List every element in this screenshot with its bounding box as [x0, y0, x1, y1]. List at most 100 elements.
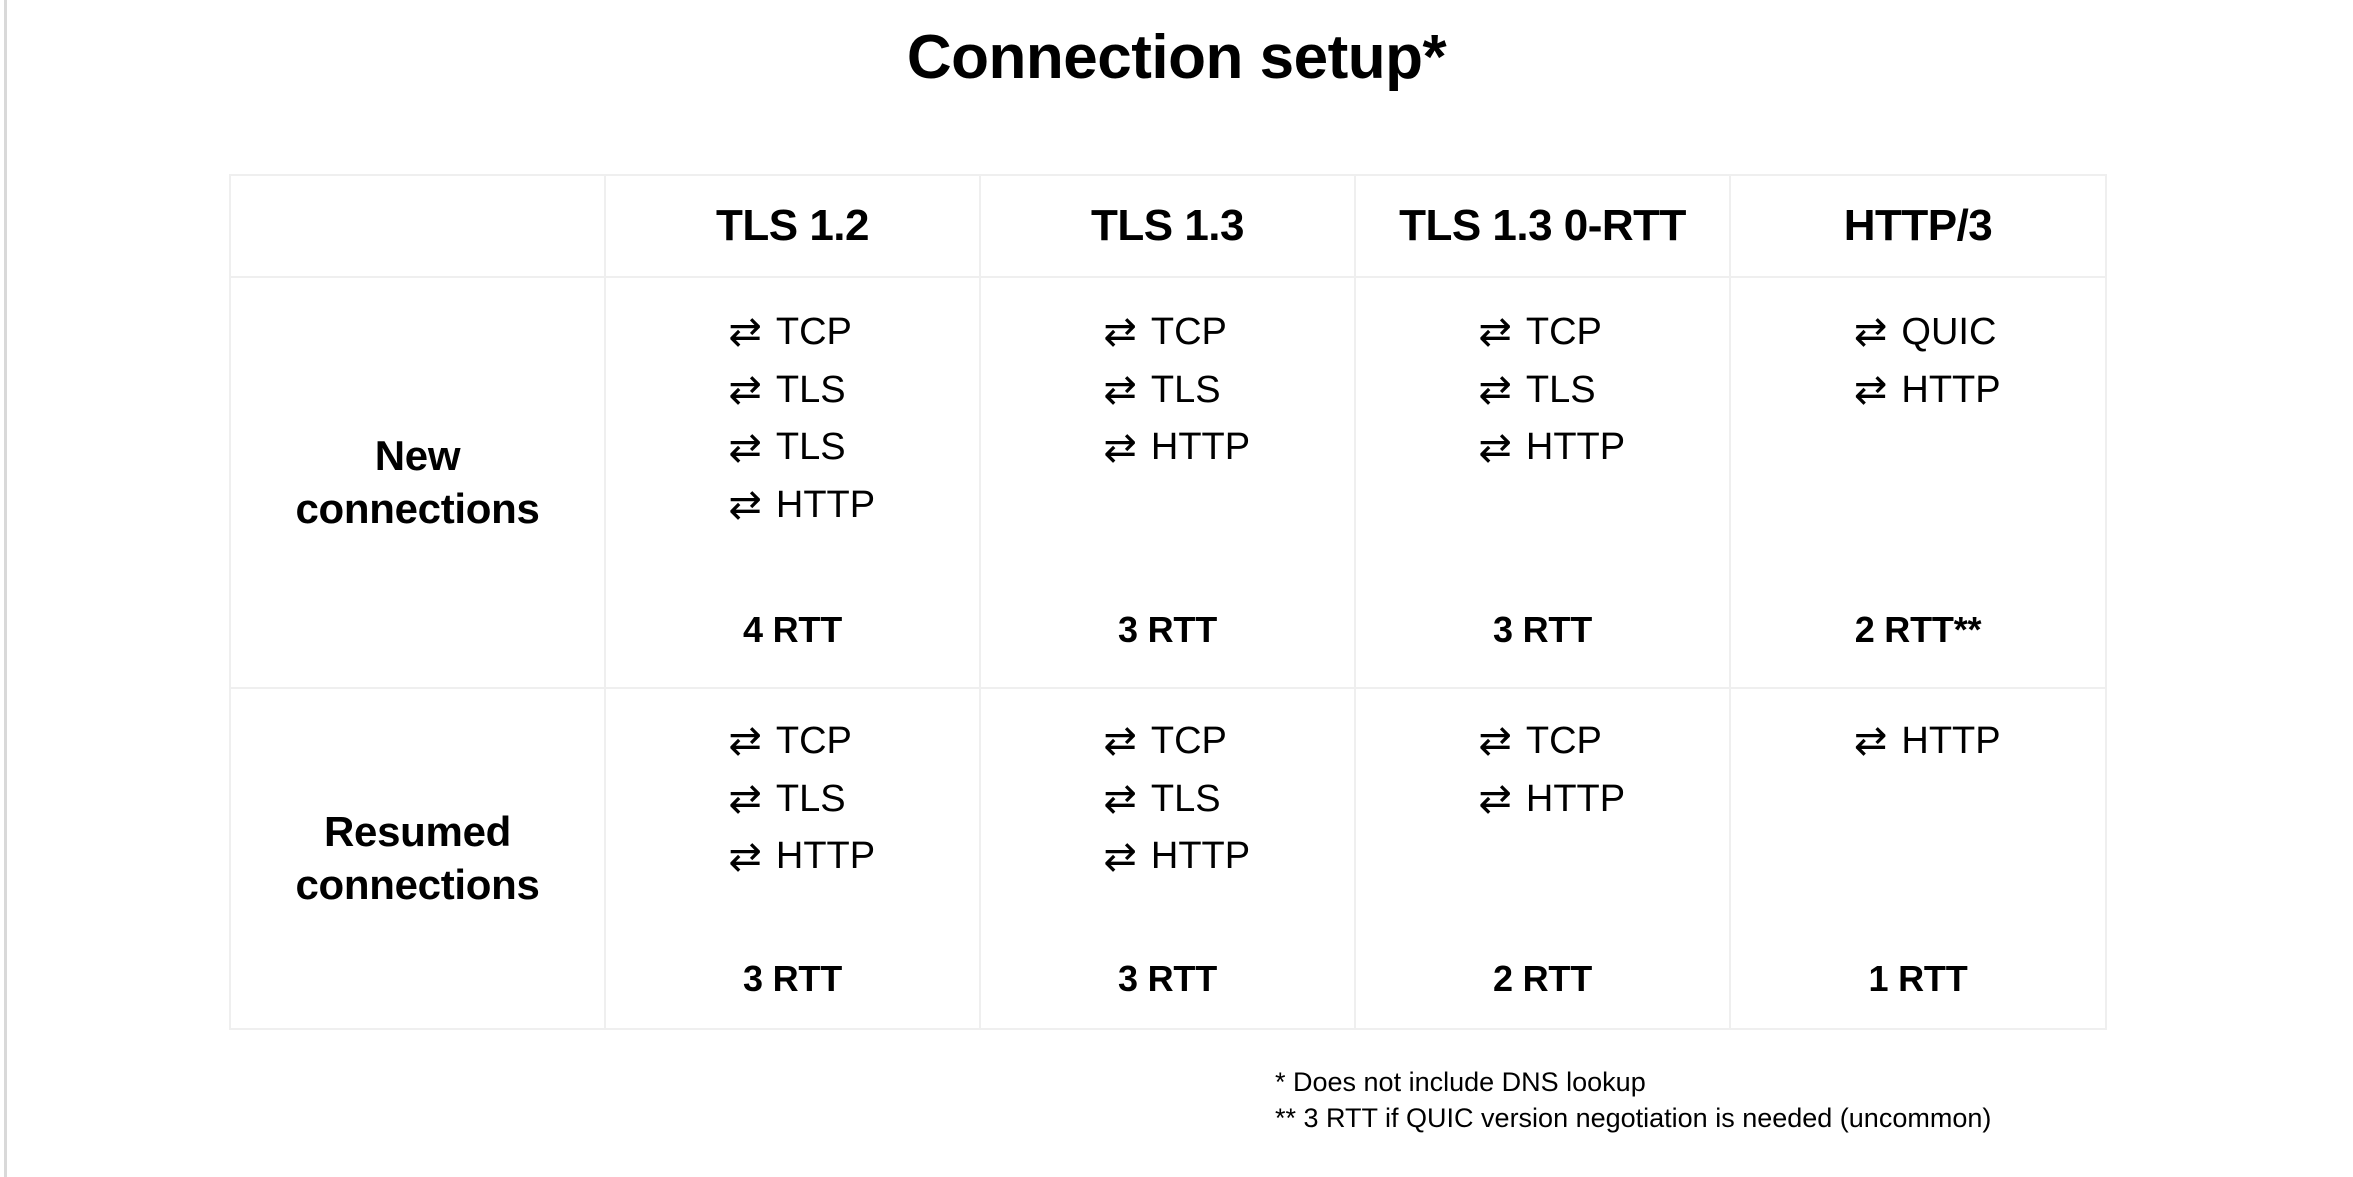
- column-header-http3: HTTP/3: [1729, 174, 2107, 278]
- row-header-new-connections: New connections: [229, 276, 606, 689]
- cell-new-http3: ⇄ QUIC ⇄ HTTP 2 RTT**: [1729, 276, 2107, 689]
- row-header-resumed-connections: Resumed connections: [229, 687, 606, 1030]
- protocol-label: HTTP: [775, 835, 876, 878]
- handshake-step: ⇄ TLS: [710, 775, 875, 824]
- exchange-arrow-icon: ⇄: [1478, 309, 1512, 356]
- protocol-label: TLS: [1150, 777, 1221, 820]
- protocol-label: TCP: [1150, 311, 1227, 353]
- protocol-label: TCP: [775, 311, 852, 353]
- handshake-step: ⇄ TCP: [710, 717, 875, 766]
- table-corner-cell: [229, 174, 606, 278]
- handshake-step: ⇄ HTTP: [1835, 366, 2001, 415]
- row-header-line-1: New: [374, 432, 461, 479]
- cell-new-tls13: ⇄ TCP ⇄ TLS ⇄ HTTP 3: [979, 276, 1356, 689]
- rtt-total: 3 RTT: [742, 958, 842, 999]
- handshake-step: ⇄ TCP: [1460, 717, 1625, 766]
- rtt-total: 2 RTT**: [1854, 609, 1982, 650]
- exchange-arrow-icon: ⇄: [1853, 309, 1888, 356]
- exchange-arrow-icon: ⇄: [728, 718, 762, 765]
- connection-setup-table: TLS 1.2 TLS 1.3 TLS 1.3 0-RTT HTTP/3 New…: [229, 174, 2107, 1030]
- protocol-label: TLS: [1150, 368, 1221, 411]
- exchange-arrow-icon: ⇄: [728, 482, 762, 529]
- protocol-label: HTTP: [1525, 777, 1626, 820]
- table-header-row: TLS 1.2 TLS 1.3 TLS 1.3 0-RTT HTTP/3: [229, 174, 2107, 278]
- protocol-label: HTTP: [1150, 835, 1251, 878]
- connection-setup-table-container: TLS 1.2 TLS 1.3 TLS 1.3 0-RTT HTTP/3 New…: [229, 174, 2107, 1030]
- handshake-step-list: ⇄ TCP ⇄ TLS ⇄ HTTP: [1085, 308, 1250, 472]
- handshake-step: ⇄ TLS: [1085, 366, 1250, 415]
- exchange-arrow-icon: ⇄: [1478, 366, 1512, 413]
- exchange-arrow-icon: ⇄: [1103, 309, 1137, 356]
- exchange-arrow-icon: ⇄: [728, 309, 762, 356]
- rtt-total: 3 RTT: [1117, 958, 1217, 999]
- handshake-step-list: ⇄ TCP ⇄ TLS ⇄ HTTP: [1085, 717, 1250, 881]
- protocol-label: HTTP: [1150, 426, 1251, 469]
- exchange-arrow-icon: ⇄: [1103, 366, 1137, 413]
- column-header-tls13-0rtt: TLS 1.3 0-RTT: [1354, 174, 1731, 278]
- row-header-line-2: connections: [295, 484, 540, 532]
- exchange-arrow-icon: ⇄: [1478, 718, 1512, 765]
- rtt-total: 2 RTT: [1492, 958, 1592, 999]
- handshake-step: ⇄ TCP: [1085, 308, 1250, 357]
- protocol-label: TLS: [775, 777, 846, 820]
- exchange-arrow-icon: ⇄: [1853, 718, 1888, 765]
- cell-new-tls13-0rtt: ⇄ TCP ⇄ TLS ⇄ HTTP 3: [1354, 276, 1731, 689]
- exchange-arrow-icon: ⇄: [1103, 718, 1137, 765]
- protocol-label: HTTP: [1901, 368, 2001, 411]
- cell-resumed-tls13-0rtt: ⇄ TCP ⇄ HTTP 2 RTT: [1354, 687, 1731, 1030]
- exchange-arrow-icon: ⇄: [1103, 775, 1137, 822]
- handshake-step-list: ⇄ QUIC ⇄ HTTP: [1835, 308, 2001, 415]
- protocol-label: TCP: [1525, 311, 1602, 353]
- handshake-step: ⇄ TCP: [710, 308, 875, 357]
- protocol-label: HTTP: [775, 483, 876, 526]
- exchange-arrow-icon: ⇄: [1478, 424, 1512, 471]
- rtt-total: 4 RTT: [742, 609, 842, 650]
- table-row-new-connections: New connections ⇄ TCP ⇄ TLS: [229, 276, 2107, 689]
- cell-resumed-http3: ⇄ HTTP 1 RTT: [1729, 687, 2107, 1030]
- protocol-label: QUIC: [1901, 311, 1997, 353]
- footnote-single-asterisk: * Does not include DNS lookup: [1275, 1067, 1646, 1097]
- handshake-step: ⇄ TLS: [710, 423, 875, 472]
- protocol-label: TLS: [775, 426, 846, 469]
- exchange-arrow-icon: ⇄: [1103, 424, 1137, 471]
- handshake-step-list: ⇄ TCP ⇄ TLS ⇄ HTTP: [1460, 308, 1625, 472]
- handshake-step: ⇄ TLS: [1085, 775, 1250, 824]
- handshake-step: ⇄ HTTP: [710, 481, 875, 530]
- protocol-label: TCP: [1150, 720, 1227, 762]
- rtt-total: 1 RTT: [1868, 958, 1968, 999]
- cell-resumed-tls13: ⇄ TCP ⇄ TLS ⇄ HTTP 3: [979, 687, 1356, 1030]
- footnote-double-asterisk: ** 3 RTT if QUIC version negotiation is …: [1275, 1102, 1992, 1133]
- cell-new-tls12: ⇄ TCP ⇄ TLS ⇄ TLS: [604, 276, 981, 689]
- handshake-step: ⇄ HTTP: [710, 832, 875, 881]
- handshake-step: ⇄ HTTP: [1085, 423, 1250, 472]
- handshake-step-list: ⇄ TCP ⇄ TLS ⇄ HTTP: [710, 717, 875, 881]
- rtt-total: 3 RTT: [1492, 609, 1592, 650]
- handshake-step: ⇄ HTTP: [1085, 832, 1250, 881]
- protocol-label: TLS: [1525, 368, 1596, 411]
- exchange-arrow-icon: ⇄: [1478, 775, 1512, 822]
- handshake-step: ⇄ HTTP: [1460, 423, 1625, 472]
- exchange-arrow-icon: ⇄: [728, 775, 762, 822]
- page-title: Connection setup*: [906, 23, 1447, 92]
- protocol-label: HTTP: [1525, 426, 1626, 469]
- exchange-arrow-icon: ⇄: [728, 366, 762, 413]
- handshake-step: ⇄ TCP: [1085, 717, 1250, 766]
- column-header-tls13: TLS 1.3: [979, 174, 1356, 278]
- protocol-label: TCP: [1525, 720, 1602, 762]
- footnotes: * Does not include DNS lookup ** 3 RTT i…: [1275, 1065, 1991, 1136]
- handshake-step: ⇄ TCP: [1460, 308, 1625, 357]
- protocol-label: TCP: [775, 720, 852, 762]
- column-header-tls12: TLS 1.2: [604, 174, 981, 278]
- handshake-step: ⇄ HTTP: [1460, 775, 1625, 824]
- exchange-arrow-icon: ⇄: [1103, 833, 1137, 880]
- handshake-step: ⇄ TLS: [710, 366, 875, 415]
- rtt-total: 3 RTT: [1117, 609, 1217, 650]
- cell-resumed-tls12: ⇄ TCP ⇄ TLS ⇄ HTTP 3: [604, 687, 981, 1030]
- row-header-line-2: connections: [295, 860, 540, 908]
- handshake-step-list: ⇄ HTTP: [1835, 717, 2001, 766]
- exchange-arrow-icon: ⇄: [728, 833, 762, 880]
- handshake-step-list: ⇄ TCP ⇄ HTTP: [1460, 717, 1625, 823]
- table-row-resumed-connections: Resumed connections ⇄ TCP ⇄ TLS: [229, 687, 2107, 1030]
- handshake-step: ⇄ QUIC: [1835, 308, 2000, 357]
- protocol-label: HTTP: [1901, 720, 2001, 762]
